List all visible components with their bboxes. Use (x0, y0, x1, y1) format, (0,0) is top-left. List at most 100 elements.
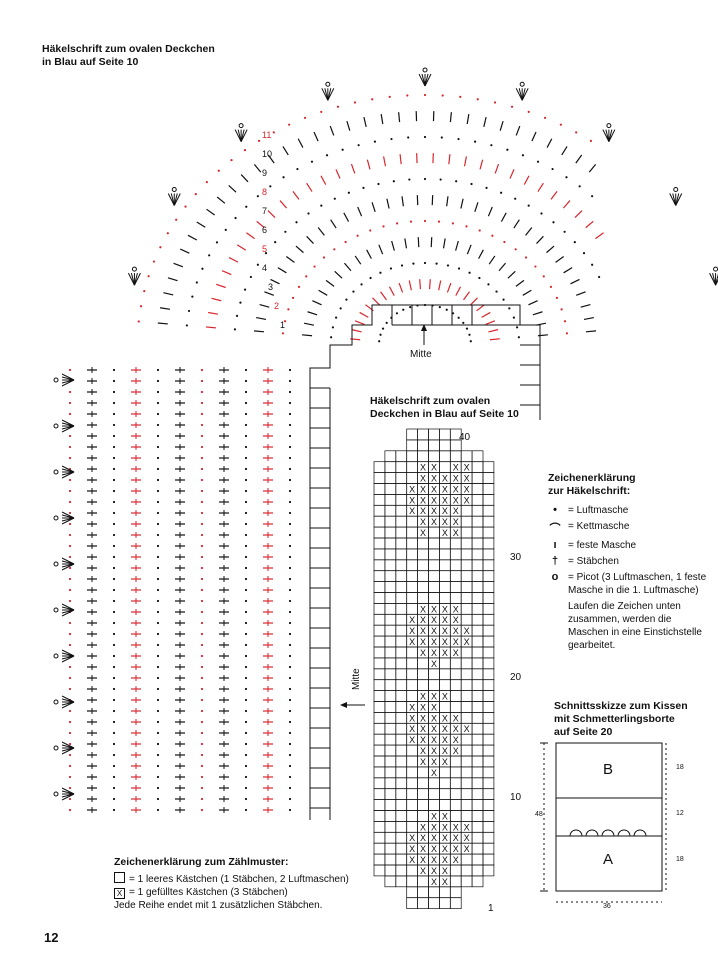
round-number: 9 (262, 168, 267, 178)
filled-cell-mark: X (409, 844, 415, 854)
mid-title-line-1: Häkelschrift zum ovalen (370, 395, 491, 407)
filled-cell-mark: X (453, 528, 459, 538)
filled-cell-mark: X (464, 474, 470, 484)
dim-top: 18 (676, 764, 684, 771)
filled-cell-mark: X (442, 637, 448, 647)
filled-cell-mark: X (420, 866, 426, 876)
filled-cell-mark: X (453, 855, 459, 865)
single-crochet-icon: ı (553, 539, 557, 551)
round-number: 8 (262, 187, 267, 197)
filled-cell-mark: X (420, 746, 426, 756)
filled-cell-mark: X (420, 626, 426, 636)
filled-cell-mark: X (409, 637, 415, 647)
filled-cell-mark: X (453, 604, 459, 614)
filled-cell-mark: X (442, 692, 448, 702)
filled-cell-mark: X (420, 484, 426, 494)
row-number-10: 10 (510, 792, 522, 803)
filled-cell-mark: X (420, 844, 426, 854)
round-number: 10 (262, 149, 272, 159)
filled-cell-mark: X (420, 506, 426, 516)
filled-cell-mark: X (442, 724, 448, 734)
filled-cell-mark: X (420, 604, 426, 614)
filled-cell-mark: X (442, 648, 448, 658)
filet-chart-title: Häkelschrift zum ovalen Deckchen in Blau… (370, 395, 519, 421)
filled-cell-mark: X (442, 877, 448, 887)
filled-cell-mark: X (431, 702, 437, 712)
filled-cell-mark: X (442, 604, 448, 614)
filled-cell-mark: X (453, 615, 459, 625)
filled-cell-mark: X (442, 506, 448, 516)
mitte-label-left: Mitte (351, 668, 362, 690)
filled-cell-mark: X (420, 724, 426, 734)
filled-cell-mark: X (431, 615, 437, 625)
filled-cell-mark: X (431, 833, 437, 843)
cushion-sketch-title: Schnittsskizze zum Kissen mit Schmetterl… (554, 700, 688, 739)
sketch-label-b: B (603, 761, 614, 778)
filled-cell-mark: X (464, 463, 470, 473)
legend-empty-text: = 1 leeres Kästchen (1 Stäbchen, 2 Luftm… (129, 874, 349, 885)
filled-cell-mark: X (420, 517, 426, 527)
round-number: 6 (262, 225, 267, 235)
round-number: 2 (274, 301, 279, 311)
filled-cell-mark: X (431, 626, 437, 636)
filled-cell-mark: X (453, 724, 459, 734)
filled-cell-mark: X (431, 757, 437, 767)
filled-cell-mark: X (431, 484, 437, 494)
round-number: 3 (268, 282, 273, 292)
filled-cell-mark: X (420, 648, 426, 658)
filled-cell-mark: X (453, 833, 459, 843)
filled-cell-mark: X (409, 484, 415, 494)
filled-cell-mark: X (431, 659, 437, 669)
filled-cell-mark: X (442, 855, 448, 865)
legend-row-note: Jede Reihe endet mit 1 zusätzlichen Stäb… (114, 900, 323, 911)
title-line-2: in Blau auf Seite 10 (42, 56, 139, 68)
filled-cell-mark: X (431, 877, 437, 887)
filled-cell-mark: X (409, 626, 415, 636)
filled-cell-mark: X (453, 517, 459, 527)
filled-cell-mark: X (442, 713, 448, 723)
round-number: 5 (262, 244, 267, 254)
doily-left-section (53, 367, 292, 813)
dim-width: 36 (603, 903, 611, 910)
legend-item-slip: ⌒ = Kettmasche (548, 520, 713, 536)
filled-box-icon: X (114, 888, 125, 899)
filled-cell-mark: X (453, 506, 459, 516)
row-number-40: 40 (459, 432, 471, 443)
row-number-1: 1 (488, 903, 494, 914)
filled-cell-mark: X (464, 484, 470, 494)
filled-cell-mark: X (420, 474, 426, 484)
filled-cell-mark: X (420, 735, 426, 745)
legend-item-picot: o = Picot (3 Luftmaschen, 1 feste Masche… (548, 571, 713, 597)
filled-cell-mark: X (453, 735, 459, 745)
filled-cell-mark: X (442, 517, 448, 527)
filled-cell-mark: X (431, 474, 437, 484)
filled-cell-mark: X (453, 626, 459, 636)
filled-cell-mark: X (453, 713, 459, 723)
filled-cell-mark: X (464, 844, 470, 854)
filled-cell-mark: X (431, 866, 437, 876)
filled-cell-mark: X (431, 604, 437, 614)
filled-cell-mark: X (409, 735, 415, 745)
legend-item-single: ı = feste Masche (548, 539, 713, 552)
filled-cell-mark: X (431, 768, 437, 778)
count-legend-title: Zeichenerklärung zum Zählmuster: (114, 856, 289, 868)
filled-cell-mark: X (442, 746, 448, 756)
filled-cell-mark: X (420, 702, 426, 712)
filled-cell-mark: X (409, 495, 415, 505)
filled-cell-mark: X (431, 506, 437, 516)
dim-height: 48 (535, 811, 543, 818)
filled-cell-mark: X (464, 626, 470, 636)
cushion-sketch (540, 742, 667, 903)
filled-cell-mark: X (431, 844, 437, 854)
filled-cell-mark: X (409, 615, 415, 625)
filled-cell-mark: X (431, 746, 437, 756)
legend-text: = Stäbchen (568, 556, 619, 567)
legend-filled-text: = 1 gefülltes Kästchen (3 Stäbchen) (129, 887, 288, 898)
filled-cell-mark: X (442, 822, 448, 832)
filled-cell-mark: X (442, 615, 448, 625)
filled-cell-mark: X (442, 735, 448, 745)
filled-cell-mark: X (431, 811, 437, 821)
filled-cell-mark: X (420, 463, 426, 473)
count-legend: Zeichenerklärung zum Zählmuster: = 1 lee… (114, 856, 374, 912)
